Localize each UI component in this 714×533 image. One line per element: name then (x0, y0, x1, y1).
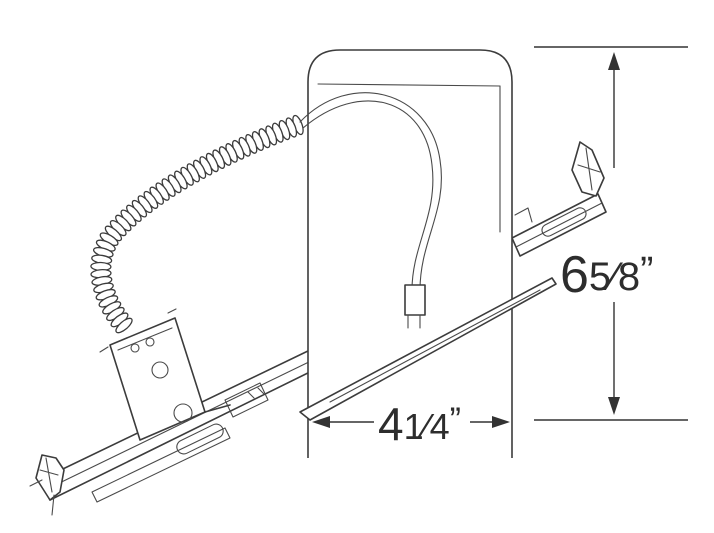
mounting-bar-right (511, 193, 607, 257)
height-dimension: 65⁄8” (534, 46, 688, 421)
coil-ring (115, 317, 133, 334)
junction-plate (99, 308, 231, 441)
trim-edge (299, 277, 557, 421)
flex-conduit-coil (90, 114, 304, 334)
height-value: 65⁄8” (560, 246, 653, 304)
lead-wires (299, 92, 442, 329)
wire-connector (404, 284, 426, 316)
width-value: 41⁄4” (378, 398, 461, 450)
housing-can (307, 49, 513, 458)
width-dimension: 41⁄4” (312, 398, 510, 450)
bracket-clip-left (29, 454, 65, 516)
bracket-clip-right (571, 141, 605, 197)
